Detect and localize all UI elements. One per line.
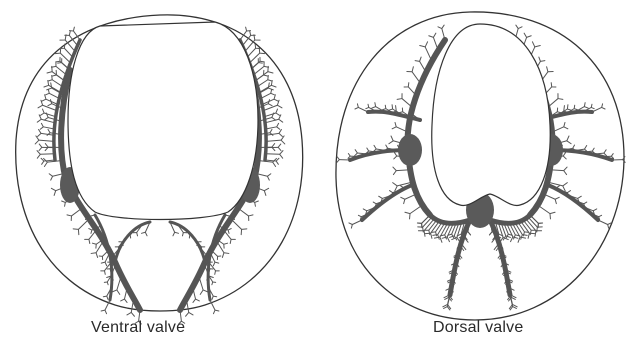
ventral-canal-branch: [40, 154, 54, 155]
dorsal-canal-branch: [602, 156, 611, 157]
ventral-valve-caption: Ventral valve: [91, 319, 185, 337]
dorsal-valve-diagram: [336, 12, 625, 320]
ventral-canal-branch: [101, 310, 106, 314]
ventral-canal-branch: [213, 310, 218, 314]
ventral-valve-diagram: [16, 15, 303, 324]
dorsal-valve-caption: Dorsal valve: [433, 319, 523, 337]
ventral-canal-branch: [69, 27, 74, 31]
ventral-canal-branch: [246, 27, 251, 31]
ventral-canal-branch: [127, 312, 134, 316]
ventral-canal-branch: [266, 154, 280, 155]
dorsal-canal-junction: [398, 134, 422, 166]
ventral-canal-branch: [186, 312, 193, 316]
dorsal-canal-branch: [350, 156, 359, 157]
ventral-valve-interior: [68, 22, 258, 220]
